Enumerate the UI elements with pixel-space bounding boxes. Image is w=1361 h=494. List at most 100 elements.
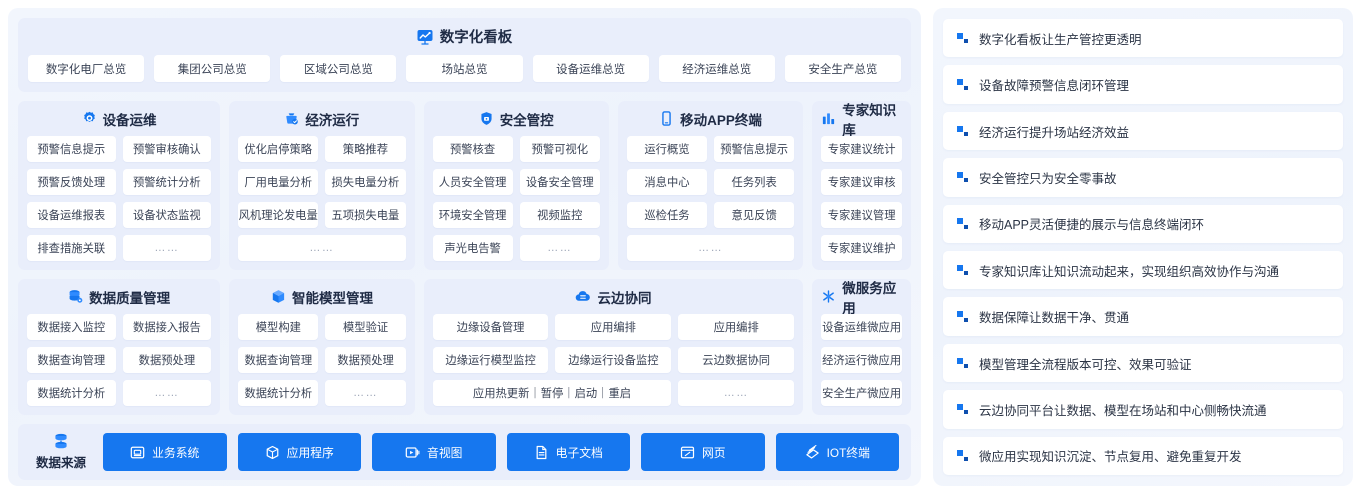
tile-model-2[interactable]: 数据查询管理: [238, 347, 319, 373]
tile-mobile-app-4[interactable]: 巡检任务: [626, 202, 708, 228]
tile-data-quality-more[interactable]: ……: [122, 380, 212, 406]
group-title-text: 数据质量管理: [89, 290, 171, 306]
group-row-1: 设备运维 预警信息提示 预警审核确认 预警反馈处理 预警统计分析 设备运维报表 …: [18, 101, 911, 270]
tile-device-ops-3[interactable]: 预警统计分析: [122, 169, 212, 195]
benefit-item-3[interactable]: 安全管控只为安全零事故: [943, 158, 1343, 197]
tile-knowledge-0[interactable]: 专家建议统计: [821, 136, 902, 162]
tile-model-4[interactable]: 数据统计分析: [238, 380, 319, 406]
square-bullet-icon: [957, 171, 968, 183]
group-card-cloud-edge: 云边协同 边缘设备管理 应用编排 应用编排 边缘运行模型监控 边缘运行设备监控 …: [423, 279, 804, 415]
tile-cloud-edge-4[interactable]: 边缘运行设备监控: [555, 347, 672, 373]
tile-safety-0[interactable]: 预警核查: [432, 136, 513, 162]
tile-device-ops-more[interactable]: ……: [122, 235, 212, 261]
tile-safety-4[interactable]: 环境安全管理: [432, 202, 513, 228]
tile-data-quality-3[interactable]: 数据预处理: [122, 347, 212, 373]
tile-safety-2[interactable]: 人员安全管理: [432, 169, 513, 195]
tile-device-ops-4[interactable]: 设备运维报表: [27, 202, 116, 228]
tile-mobile-app-more[interactable]: ……: [626, 235, 795, 261]
tile-economic-1[interactable]: 策略推荐: [325, 136, 406, 162]
benefit-item-4[interactable]: 移动APP灵活便捷的展示与信息终端闭环: [943, 204, 1343, 244]
tile-economic-4[interactable]: 风机理论发电量: [238, 202, 319, 228]
tile-economic-0[interactable]: 优化启停策略: [238, 136, 319, 162]
benefit-item-7[interactable]: 模型管理全流程版本可控、效果可验证: [943, 343, 1343, 383]
tile-data-quality-4[interactable]: 数据统计分析: [27, 380, 116, 406]
tile-cloud-edge-5[interactable]: 云边数据协同: [678, 347, 795, 373]
application-icon: [265, 445, 280, 460]
tile-grid-economic: 优化启停策略 策略推荐 厂用电量分析 损失电量分析 风机理论发电量 五项损失电量…: [238, 136, 406, 261]
source-button-application[interactable]: 应用程序: [237, 433, 361, 471]
tab-station[interactable]: 场站总览: [406, 55, 523, 82]
tab-digital-plant[interactable]: 数字化电厂总览: [28, 55, 145, 82]
tile-economic-more[interactable]: ……: [238, 235, 406, 261]
tab-economic-ops[interactable]: 经济运维总览: [658, 55, 775, 82]
tile-knowledge-1[interactable]: 专家建议审核: [821, 169, 902, 195]
tile-data-quality-0[interactable]: 数据接入监控: [27, 314, 116, 340]
tile-device-ops-5[interactable]: 设备状态监视: [122, 202, 212, 228]
tile-cloud-edge-3[interactable]: 边缘运行模型监控: [432, 347, 549, 373]
tile-cloud-edge-0[interactable]: 边缘设备管理: [432, 314, 549, 340]
benefit-text: 数据保障让数据干净、贯通: [979, 311, 1130, 326]
tab-safety-production[interactable]: 安全生产总览: [784, 55, 901, 82]
group-title-cloud-edge: 云边协同: [433, 287, 795, 306]
tile-grid-cloud-edge: 边缘设备管理 应用编排 应用编排 边缘运行模型监控 边缘运行设备监控 云边数据协…: [432, 314, 795, 406]
tile-knowledge-3[interactable]: 专家建议维护: [821, 235, 902, 261]
tile-model-1[interactable]: 模型验证: [325, 314, 406, 340]
tile-grid-device-ops: 预警信息提示 预警审核确认 预警反馈处理 预警统计分析 设备运维报表 设备状态监…: [27, 136, 212, 261]
tile-model-3[interactable]: 数据预处理: [325, 347, 406, 373]
source-button-webpage[interactable]: 网页: [641, 433, 765, 471]
tile-microservice-2[interactable]: 安全生产微应用: [821, 380, 902, 406]
tile-cloud-edge-2[interactable]: 应用编排: [678, 314, 795, 340]
tile-device-ops-1[interactable]: 预警审核确认: [122, 136, 212, 162]
tile-safety-3[interactable]: 设备安全管理: [519, 169, 600, 195]
tile-safety-5[interactable]: 视频监控: [519, 202, 600, 228]
source-button-label: IOT终端: [826, 445, 870, 460]
tile-mobile-app-3[interactable]: 任务列表: [714, 169, 795, 195]
tile-device-ops-2[interactable]: 预警反馈处理: [27, 169, 116, 195]
tile-mobile-app-0[interactable]: 运行概览: [626, 136, 708, 162]
benefit-item-5[interactable]: 专家知识库让知识流动起来，实现组织高效协作与沟通: [943, 251, 1343, 290]
tile-model-0[interactable]: 模型构建: [238, 314, 319, 340]
tile-knowledge-2[interactable]: 专家建议管理: [821, 202, 902, 228]
tile-mobile-app-2[interactable]: 消息中心: [626, 169, 708, 195]
benefit-item-8[interactable]: 云边协同平台让数据、模型在场站和中心侧畅快流通: [943, 390, 1343, 429]
tile-data-quality-1[interactable]: 数据接入报告: [122, 314, 212, 340]
tile-mobile-app-5[interactable]: 意见反馈: [714, 202, 795, 228]
source-button-media[interactable]: 音视图: [372, 433, 496, 471]
tile-cloud-edge-1[interactable]: 应用编排: [555, 314, 672, 340]
benefit-item-1[interactable]: 设备故障预警信息闭环管理: [943, 65, 1343, 104]
source-button-document[interactable]: 电子文档: [506, 433, 630, 471]
tile-safety-1[interactable]: 预警可视化: [519, 136, 600, 162]
tile-mobile-app-1[interactable]: 预警信息提示: [714, 136, 795, 162]
database-icon: [68, 289, 83, 304]
tile-device-ops-0[interactable]: 预警信息提示: [27, 136, 116, 162]
benefit-text: 微应用实现知识沉淀、节点复用、避免重复开发: [979, 450, 1242, 465]
tab-group-company[interactable]: 集团公司总览: [154, 55, 271, 82]
tile-microservice-1[interactable]: 经济运行微应用: [821, 347, 902, 373]
benefit-item-9[interactable]: 微应用实现知识沉淀、节点复用、避免重复开发: [943, 436, 1343, 476]
source-button-iot[interactable]: IOT终端: [775, 433, 899, 471]
source-button-business-system[interactable]: 业务系统: [103, 433, 227, 471]
tile-economic-3[interactable]: 损失电量分析: [325, 169, 406, 195]
tile-cloud-edge-hot-update[interactable]: 应用热更新｜暂停｜启动｜重启: [432, 380, 672, 406]
tile-cloud-edge-more[interactable]: ……: [678, 380, 795, 406]
benefit-item-2[interactable]: 经济运行提升场站经济效益: [943, 111, 1343, 151]
tile-device-ops-6[interactable]: 排查措施关联: [27, 235, 116, 261]
data-source-label: 数据来源: [30, 433, 92, 471]
benefit-item-0[interactable]: 数字化看板让生产管控更透明: [943, 19, 1343, 58]
tile-grid-microservice: 设备运维微应用 经济运行微应用 安全生产微应用: [821, 314, 902, 406]
group-title-text: 微服务应用: [842, 280, 897, 316]
tile-safety-6[interactable]: 声光电告警: [432, 235, 513, 261]
benefit-item-6[interactable]: 数据保障让数据干净、贯通: [943, 297, 1343, 336]
tile-data-quality-2[interactable]: 数据查询管理: [27, 347, 116, 373]
tile-safety-more[interactable]: ……: [519, 235, 600, 261]
tile-microservice-0[interactable]: 设备运维微应用: [821, 314, 902, 340]
tab-device-ops[interactable]: 设备运维总览: [532, 55, 649, 82]
tab-regional-company[interactable]: 区域公司总览: [280, 55, 397, 82]
tile-economic-2[interactable]: 厂用电量分析: [238, 169, 319, 195]
tile-model-more[interactable]: ……: [325, 380, 406, 406]
group-title-knowledge: 专家知识库: [821, 103, 902, 138]
group-title-model: 智能模型管理: [238, 287, 405, 306]
tile-grid-mobile-app: 运行概览 预警信息提示 消息中心 任务列表 巡检任务 意见反馈 ……: [626, 136, 795, 261]
tile-economic-5[interactable]: 五项损失电量: [325, 202, 406, 228]
